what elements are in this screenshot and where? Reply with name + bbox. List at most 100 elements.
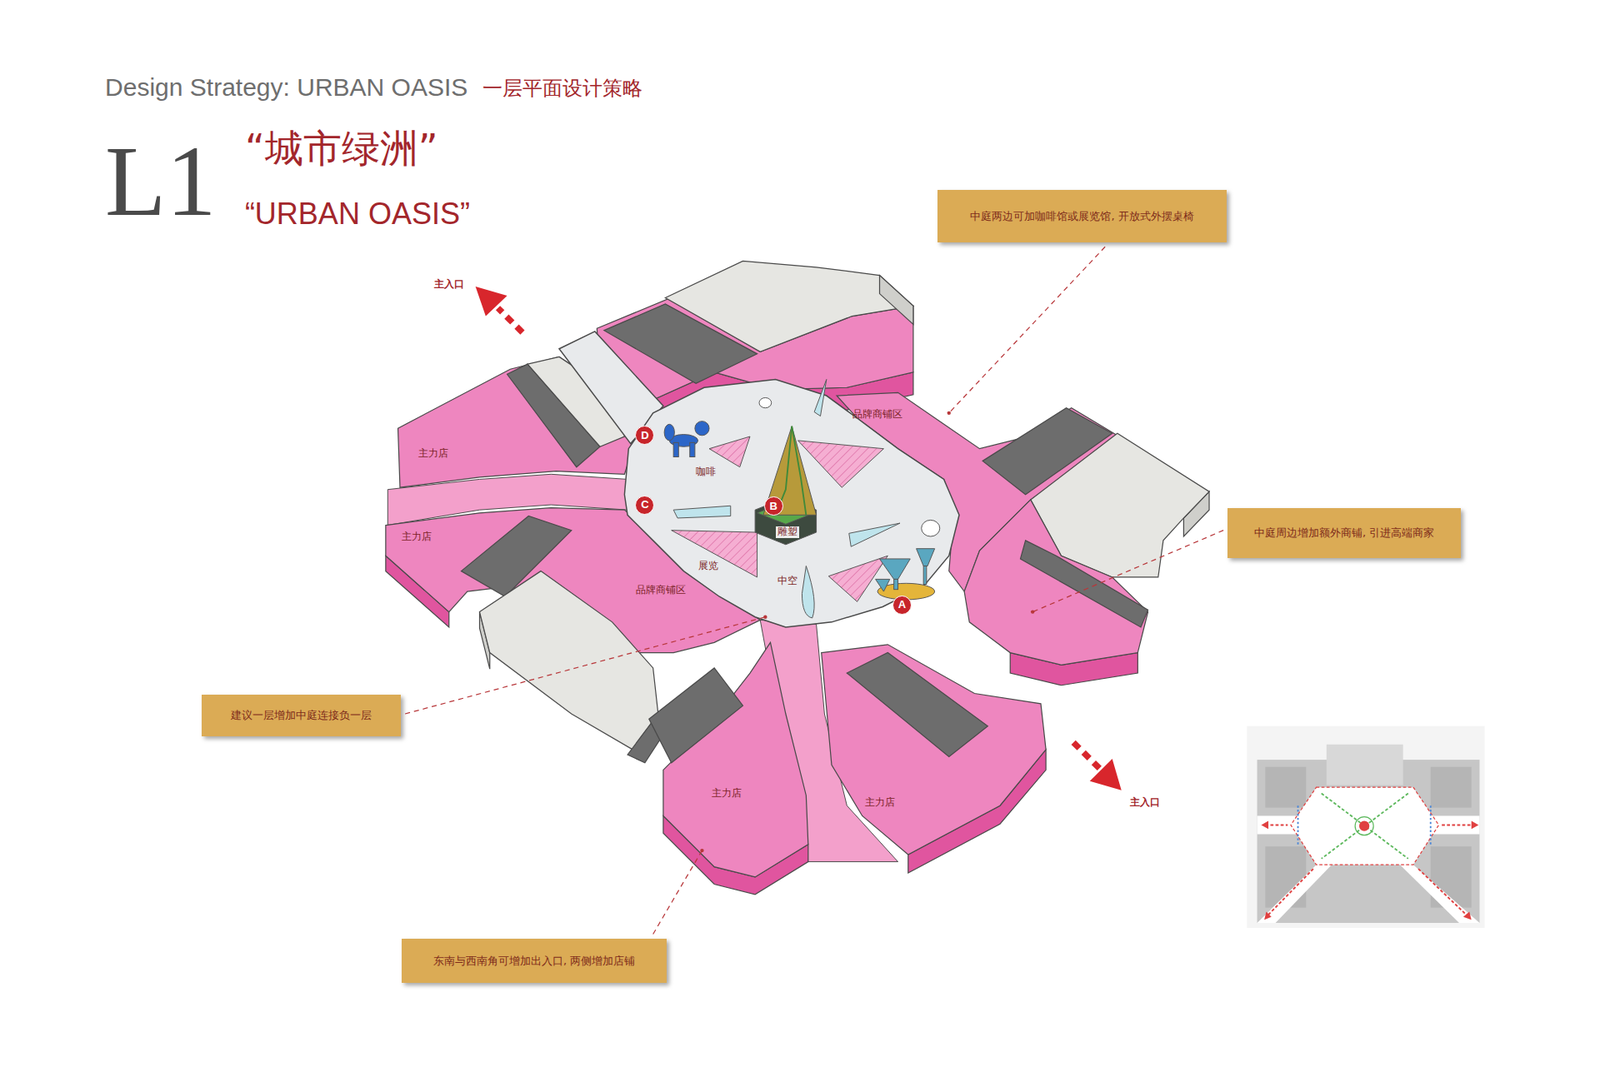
page-title: Design Strategy: URBAN OASIS — [105, 73, 468, 103]
callout-letter: A — [898, 598, 906, 612]
inset-plan — [1267, 869, 1314, 916]
entrance-arrow — [1090, 759, 1122, 791]
inset-plan — [1326, 745, 1404, 786]
south-east-block — [846, 653, 988, 758]
south-west-block — [649, 642, 809, 895]
leader-line — [1032, 530, 1224, 613]
leader-dot — [763, 615, 767, 620]
inset-plan — [1321, 794, 1409, 860]
inset-plan — [1418, 869, 1468, 916]
callout-text: 中庭两边可加咖啡馆或展览馆, 开放式外摆桌椅 — [970, 210, 1194, 224]
atrium-plaza — [624, 379, 960, 628]
callout-box: 建议一层增加中庭连接负一层 — [201, 695, 401, 737]
entrance-arrow — [475, 286, 1122, 791]
inset-plan — [1441, 825, 1475, 827]
leader-line — [405, 246, 1224, 935]
level-mark: L1 — [105, 131, 216, 232]
callout-text: 建议一层增加中庭连接负一层 — [230, 709, 372, 723]
inset-plan — [1265, 825, 1288, 827]
atrium-feature — [923, 565, 927, 585]
leader-dot — [700, 411, 1035, 854]
atrium-feature — [801, 565, 815, 618]
callout-box: 东南与西南角可增加出入口, 两侧增加店铺 — [401, 939, 666, 985]
north-block — [880, 275, 914, 325]
atrium-feature — [763, 426, 817, 516]
callout-letter: D — [640, 429, 649, 443]
inset-plan — [1246, 726, 1485, 929]
callout-letter: B — [769, 500, 777, 514]
inset-plan — [1257, 865, 1332, 924]
atrium-feature — [916, 549, 935, 567]
atrium-feature — [828, 555, 888, 602]
entrance-label: 主入口 — [1130, 797, 1160, 810]
atrium-feature — [695, 421, 710, 436]
atrium-feature — [875, 579, 890, 592]
leader-dot — [947, 411, 951, 415]
inset-plan — [1321, 794, 1409, 860]
anchor-store-label: 主力店 — [401, 531, 432, 544]
atrium-feature — [664, 379, 940, 618]
anchor-store-label: 主力店 — [865, 797, 895, 810]
entrance-arrow — [498, 308, 523, 333]
marker-circle: C — [635, 495, 655, 515]
brand-zone-label: 品牌商铺区 — [635, 585, 686, 597]
area-label: 咖啡 — [695, 466, 716, 479]
atrium-feature — [664, 424, 675, 441]
atrium-feature — [690, 442, 695, 457]
anchor-store-label: 主力店 — [418, 448, 449, 460]
inset-plan — [1290, 787, 1440, 865]
callout-text: 中庭周边增加额外商铺, 引进高端商家 — [1254, 526, 1435, 540]
inset-plan — [1265, 825, 1475, 916]
atrium-plaza — [559, 331, 960, 628]
atrium-feature — [921, 520, 940, 537]
inset-plan — [1260, 821, 1269, 830]
inset-plan — [1471, 821, 1480, 830]
leader-dot — [1030, 610, 1035, 614]
atrium-feature — [894, 579, 899, 590]
leader-line — [653, 850, 703, 935]
east-block — [1020, 540, 1148, 628]
inset-plan — [1400, 865, 1480, 924]
south-east-block — [821, 645, 1046, 874]
entrance-arrow — [475, 286, 508, 317]
heading-en: “URBAN OASIS” — [245, 196, 470, 231]
atrium-feature — [814, 379, 827, 416]
entrance-label: 主入口 — [434, 279, 465, 291]
atrium-feature — [709, 436, 750, 468]
atrium-feature — [673, 442, 679, 457]
area-label: 展览 — [698, 560, 719, 573]
east-block — [964, 500, 1148, 665]
brand-zone-label: 品牌商铺区 — [852, 409, 903, 421]
atrium-feature — [798, 440, 885, 488]
inset-plan — [1298, 805, 1431, 847]
inset-plan — [1355, 817, 1374, 836]
atrium-feature — [791, 426, 806, 516]
inset-plan — [1265, 767, 1306, 809]
north-block — [665, 260, 914, 352]
entrance-arrow — [1073, 742, 1100, 770]
callout-letter: C — [640, 498, 649, 512]
atrium-feature — [671, 530, 758, 578]
inset-plan — [1264, 912, 1272, 921]
atrium-feature — [673, 505, 731, 519]
area-label: 中空 — [777, 575, 798, 588]
south-west-block — [649, 668, 744, 764]
atrium-feature — [849, 523, 900, 547]
anchor-store-label: 主力店 — [711, 788, 742, 800]
atrium-feature — [759, 397, 772, 408]
marker-circle: B — [764, 496, 784, 516]
atrium-feature — [880, 559, 911, 580]
south-west-block — [663, 642, 809, 878]
inset-plan — [1359, 821, 1370, 832]
south-east-block — [821, 645, 1046, 855]
heading-cn: “城市绿洲” — [245, 126, 439, 171]
callout-box: 中庭两边可加咖啡馆或展览馆, 开放式外摆桌椅 — [937, 190, 1227, 244]
marker-circle: A — [892, 595, 912, 615]
inset-plan — [1463, 912, 1472, 921]
leader-line — [949, 246, 1105, 414]
subtitle: 一层平面设计策略 — [482, 77, 643, 101]
area-label: 雕塑 — [775, 526, 800, 539]
inset-plan — [1246, 726, 1485, 929]
leader-line — [405, 617, 765, 715]
